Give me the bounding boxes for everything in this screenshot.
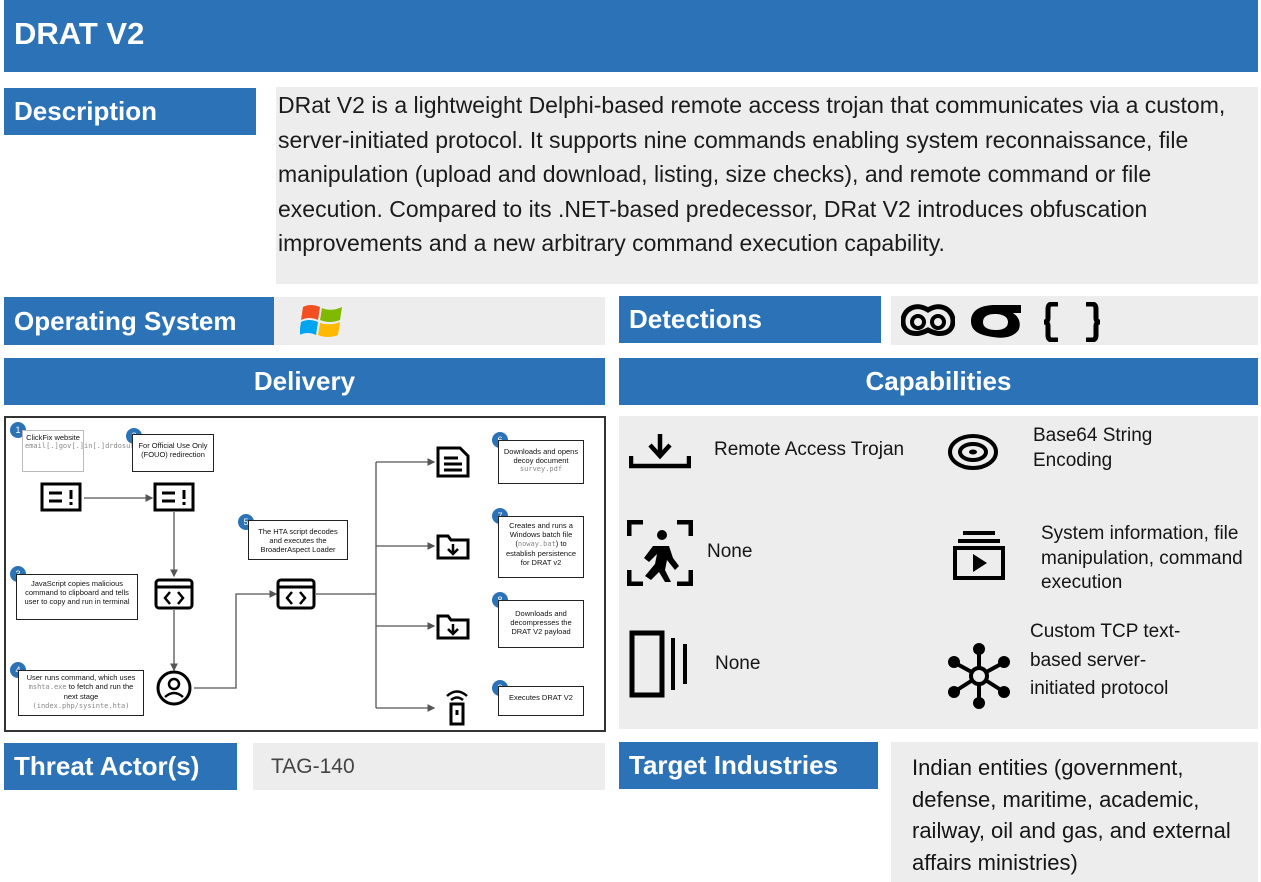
encoding-disc-icon <box>948 434 998 470</box>
step-7-box: Creates and runs a Windows batch file (n… <box>498 516 584 578</box>
step-5-box: The HTA script decodes and executes the … <box>248 520 348 560</box>
remote-control-icon <box>446 690 468 726</box>
download-tray-icon <box>629 434 691 469</box>
step-6-decoy-file: survey.pdf <box>519 465 563 473</box>
sigma-icon <box>971 305 1021 338</box>
flow-connectors <box>84 458 436 712</box>
step-1-box: ClickFix website email[.]gov[.]in[.]drdo… <box>22 430 177 472</box>
step-4-text-a: User runs command, which uses <box>26 673 136 682</box>
step-2-box: For Official Use Only (FOUO) redirection <box>132 434 214 472</box>
snort-braces-icon <box>1044 302 1100 342</box>
threat-actor-label: Threat Actor(s) <box>4 743 237 790</box>
capability-system-info: System information, file manipulation, c… <box>1041 523 1243 593</box>
target-industries-value: Indian entities (government, defense, ma… <box>891 742 1258 882</box>
user-icon <box>156 670 192 706</box>
alert-window-icon <box>153 482 195 512</box>
document-icon <box>436 446 470 478</box>
capability-remote-access: Remote Access Trojan <box>714 439 905 460</box>
folder-download-icon <box>436 614 470 640</box>
capabilities-panel: Remote Access Trojan Base64 String Encod… <box>619 416 1258 729</box>
capability-none-2: None <box>715 653 761 674</box>
panel-bars-icon <box>629 630 687 698</box>
code-window-icon <box>154 578 194 610</box>
step-8-box: Downloads and decompresses the DRAT V2 p… <box>498 600 584 648</box>
operating-system-panel <box>274 297 605 345</box>
target-industries-label: Target Industries <box>619 742 878 789</box>
threat-actor-value: TAG-140 <box>253 743 605 790</box>
media-stack-icon <box>953 531 1005 580</box>
step-1-text: ClickFix website <box>26 433 80 442</box>
operating-system-label: Operating System <box>4 297 274 345</box>
delivery-diagram: 1 ClickFix website email[.]gov[.]in[.]dr… <box>4 416 606 732</box>
delivery-header: Delivery <box>4 358 605 405</box>
person-scan-icon <box>627 520 693 586</box>
alert-window-icon <box>40 482 82 512</box>
step-1-domain: email[.]gov[.]in[.]drdosurvey[.]info <box>25 442 177 450</box>
detections-panel <box>891 296 1258 345</box>
page-title: DRAT V2 <box>4 0 1258 72</box>
step-4-box: User runs command, which uses mshta.exe … <box>18 670 144 716</box>
description-text: DRat V2 is a lightweight Delphi-based re… <box>276 87 1258 284</box>
folder-download-icon <box>436 534 470 560</box>
capability-base64: Base64 String Encoding <box>1033 425 1153 471</box>
network-hub-icon <box>948 643 1010 709</box>
step-6-text: Downloads and opens decoy document <box>503 447 579 465</box>
capability-protocol: Custom TCP text-based server-initiated p… <box>1030 621 1181 699</box>
step-7-batch-file: noway.bat <box>517 540 556 548</box>
step-4-hta-path: (index.php/sysinte.hta) <box>32 702 130 710</box>
detections-label: Detections <box>619 296 881 343</box>
step-6-box: Downloads and opens decoy document surve… <box>498 440 584 484</box>
step-9-box: Executes DRAT V2 <box>498 686 584 716</box>
code-window-icon <box>276 578 316 610</box>
step-3-box: JavaScript copies malicious command to c… <box>16 574 138 620</box>
yara-icon <box>901 304 955 336</box>
windows-logo-icon <box>300 305 342 337</box>
description-label: Description <box>4 88 256 135</box>
capabilities-header: Capabilities <box>619 358 1258 405</box>
step-4-text-b: to fetch and run the next stage <box>63 682 134 701</box>
capability-none-1: None <box>707 541 753 562</box>
step-4-mshta: mshta.exe <box>28 683 67 691</box>
step-7-text-b: ) to establish persistence for DRAT v2 <box>505 539 577 567</box>
step-7-text-a: Creates and runs a Windows batch file ( <box>509 521 573 548</box>
